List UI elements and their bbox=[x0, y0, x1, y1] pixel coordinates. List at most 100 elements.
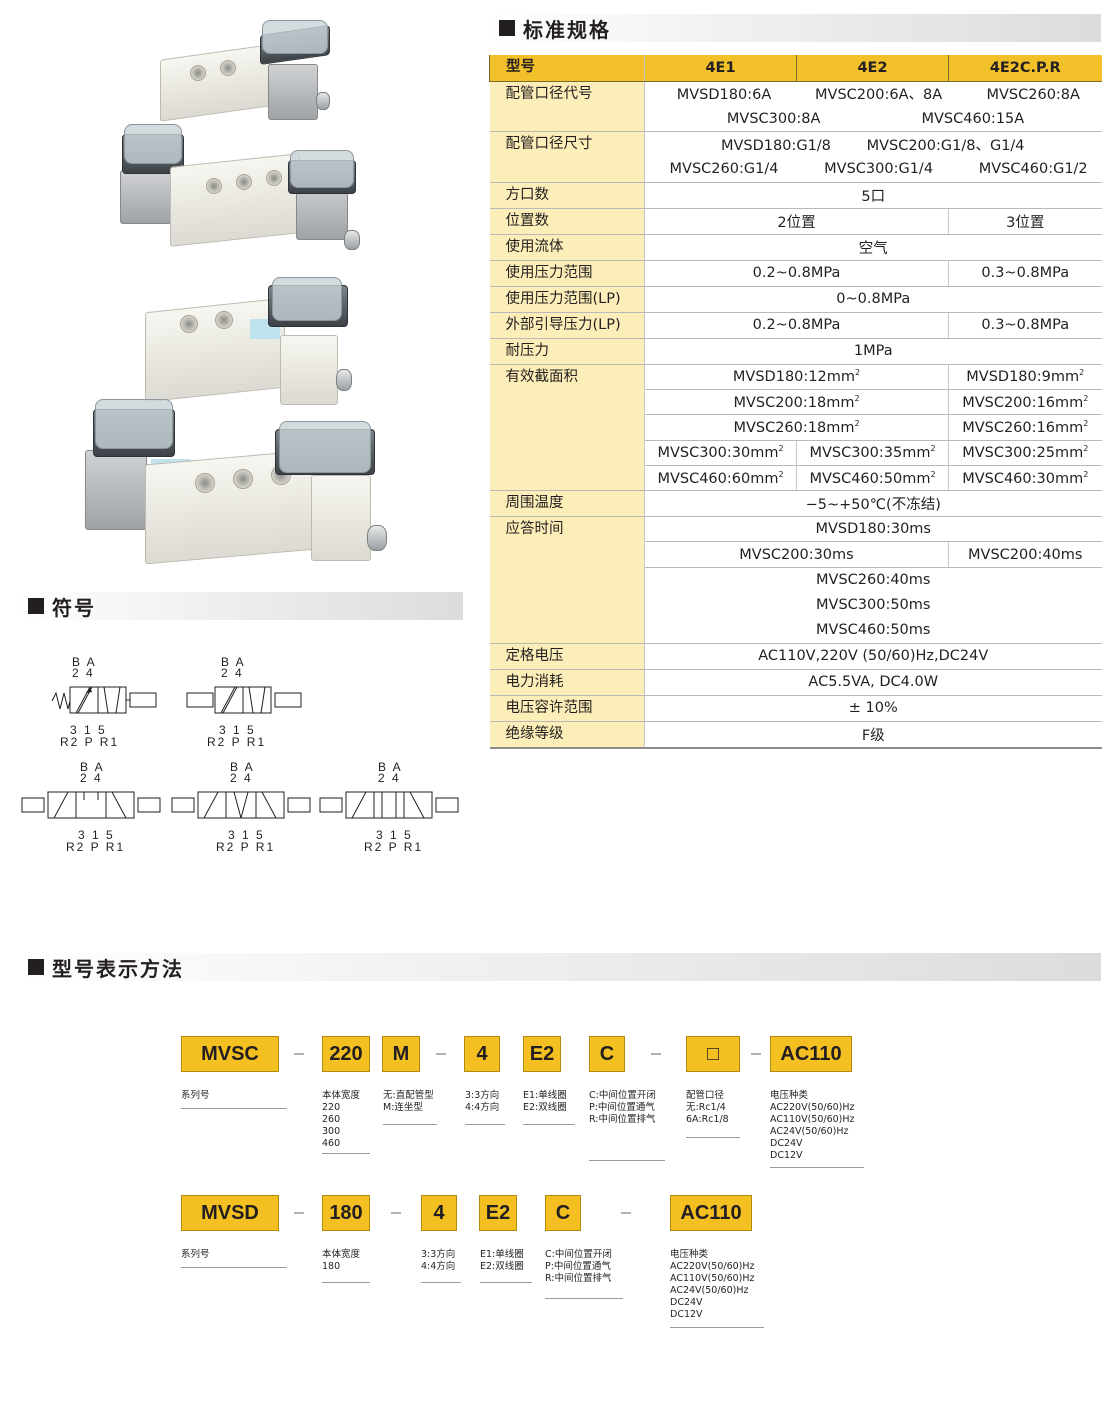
spec-row: 使用压力范围 0.2~0.8MPa 0.3~0.8MPa bbox=[489, 260, 1102, 287]
code-box-series: MVSD bbox=[181, 1195, 279, 1231]
row-value: MVSC300:30mm2 bbox=[644, 440, 797, 466]
spec-row: MVSC260:G1/4 MVSC300:G1/4 MVSC460:G1/2 bbox=[490, 156, 1102, 183]
valve-symbol-icon bbox=[21, 791, 161, 819]
code-box-middle: C bbox=[589, 1036, 625, 1072]
desc-middle: C:中间位置开闭 P:中间位置通气 R:中间位置排气 bbox=[545, 1249, 612, 1284]
row-value: MVSC200:18mm2 bbox=[644, 389, 949, 416]
valve-photo-4 bbox=[75, 395, 395, 570]
desc-port: 配管口径 无:Rc1/4 6A:Rc1/8 bbox=[686, 1090, 729, 1125]
code-box-voltage: AC110 bbox=[770, 1036, 852, 1072]
row-value: MVSC260:G1/4 MVSC300:G1/4 MVSC460:G1/2 bbox=[644, 156, 1102, 183]
desc-voltage: 电压种类 AC220V(50/60)Hz AC110V(50/60)Hz AC2… bbox=[770, 1090, 855, 1161]
spec-row: 电力消耗 AC5.5VA, DC4.0W bbox=[489, 669, 1102, 696]
header-4e2: 4E2 bbox=[796, 55, 949, 82]
code-box-width: 220 bbox=[322, 1036, 370, 1072]
row-label: 配管口径代号 bbox=[489, 81, 645, 133]
row-value: 0.3~0.8MPa bbox=[948, 312, 1102, 339]
header-4e2cpr: 4E2C.P.R bbox=[948, 55, 1102, 82]
row-value: AC110V,220V (50/60)Hz,DC24V bbox=[644, 643, 1102, 670]
valve-photo-3 bbox=[140, 275, 370, 415]
row-value: MVSD180:6A MVSC200:6A、8A MVSC260:8A bbox=[644, 81, 1102, 107]
code-box-coil: E2 bbox=[523, 1036, 561, 1072]
spec-header-row: 型号 4E1 4E2 4E2C.P.R bbox=[489, 55, 1102, 82]
desc-series: 系列号 bbox=[181, 1090, 210, 1101]
row-value: ± 10% bbox=[644, 695, 1102, 722]
row-value: 5口 bbox=[644, 182, 1102, 209]
row-value: 0~0.8MPa bbox=[644, 286, 1102, 313]
row-label: 电力消耗 bbox=[489, 669, 645, 696]
desc-coil: E1:单线圈 E2:双线圈 bbox=[523, 1090, 567, 1113]
row-value: 1MPa bbox=[644, 338, 1102, 365]
spec-row: 使用流体 空气 bbox=[489, 234, 1102, 261]
symbol-3pos-r: B A 2 4 3 1 5 R2 P R1 bbox=[318, 760, 463, 855]
row-value: MVSC300:8A MVSC460:15A bbox=[644, 106, 1102, 133]
square-bullet-icon bbox=[28, 959, 44, 975]
spec-row: 配管口径代号 MVSD180:6A MVSC200:6A、8A MVSC260:… bbox=[489, 81, 1102, 133]
spec-row: MVSC460:50ms bbox=[490, 617, 1102, 644]
row-label: 耐压力 bbox=[489, 338, 645, 365]
spec-row: 绝缘等级 F级 bbox=[489, 721, 1102, 749]
row-value: MVSC460:50ms bbox=[644, 617, 1102, 644]
row-label: 位置数 bbox=[489, 208, 645, 235]
valve-photo-1 bbox=[150, 20, 370, 130]
row-value: 空气 bbox=[644, 234, 1102, 261]
row-value: MVSC260:40ms bbox=[644, 567, 1102, 593]
desc-direction: 3:3方向 4:4方向 bbox=[421, 1249, 456, 1272]
desc-series: 系列号 bbox=[181, 1249, 210, 1260]
section-model-title: 型号表示方法 bbox=[52, 956, 184, 981]
spec-row: MVSC200:18mm2 MVSC200:16mm2 bbox=[490, 389, 1102, 416]
desc-width: 本体宽度 220 260 300 460 bbox=[322, 1090, 361, 1149]
row-label: 配管口径尺寸 bbox=[489, 131, 645, 183]
row-value: MVSC300:35mm2 bbox=[796, 440, 949, 466]
row-value: AC5.5VA, DC4.0W bbox=[644, 669, 1102, 696]
row-value: MVSC200:40ms bbox=[948, 541, 1102, 568]
row-value: 0.2~0.8MPa bbox=[644, 260, 949, 287]
section-symbol-title: 符号 bbox=[52, 595, 96, 620]
row-value: F级 bbox=[644, 721, 1102, 749]
code-box-coil: E2 bbox=[479, 1195, 517, 1231]
row-value: MVSC460:60mm2 bbox=[644, 465, 797, 492]
symbol-3pos-c: B A 2 4 3 1 5 R2 P R1 bbox=[20, 760, 165, 855]
section-spec-title: 标准规格 bbox=[523, 17, 611, 42]
row-value: MVSC300:25mm2 bbox=[948, 440, 1102, 466]
desc-middle: C:中间位置开闭 P:中间位置通气 R:中间位置排气 bbox=[589, 1090, 656, 1125]
section-spec-header: 标准规格 bbox=[489, 14, 1101, 42]
row-value: MVSC200:30ms bbox=[644, 541, 949, 568]
spec-row: 方口数 5口 bbox=[489, 182, 1102, 209]
spec-row: 定格电压 AC110V,220V (50/60)Hz,DC24V bbox=[489, 643, 1102, 670]
spec-row: MVSC200:30ms MVSC200:40ms bbox=[490, 541, 1102, 568]
row-label: 周围温度 bbox=[489, 490, 645, 518]
row-value: 3位置 bbox=[948, 208, 1102, 235]
code-box-direction: 4 bbox=[421, 1195, 457, 1231]
desc-mount: 无:直配管型 M:连坐型 bbox=[383, 1090, 434, 1113]
desc-direction: 3:3方向 4:4方向 bbox=[465, 1090, 500, 1113]
spec-row: 外部引导压力(LP) 0.2~0.8MPa 0.3~0.8MPa bbox=[489, 312, 1102, 339]
header-model: 型号 bbox=[489, 55, 645, 82]
symbol-3pos-p: B A 2 4 3 1 5 R2 P R1 bbox=[170, 760, 315, 855]
desc-voltage: 电压种类 AC220V(50/60)Hz AC110V(50/60)Hz AC2… bbox=[670, 1249, 755, 1320]
valve-photo-2 bbox=[110, 120, 370, 260]
row-value: MVSC200:16mm2 bbox=[948, 389, 1102, 416]
valve-symbol-icon bbox=[319, 791, 459, 819]
spec-row: MVSC300:50ms bbox=[490, 592, 1102, 618]
desc-coil: E1:单线圈 E2:双线圈 bbox=[480, 1249, 524, 1272]
row-value: 2位置 bbox=[644, 208, 949, 235]
spec-row: MVSC300:8A MVSC460:15A bbox=[490, 106, 1102, 133]
row-label: 外部引导压力(LP) bbox=[489, 312, 645, 339]
row-label: 绝缘等级 bbox=[489, 721, 645, 749]
row-value: 0.2~0.8MPa bbox=[644, 312, 949, 339]
row-label: 定格电压 bbox=[489, 643, 645, 670]
spec-row: 使用压力范围(LP) 0~0.8MPa bbox=[489, 286, 1102, 313]
section-model-header: 型号表示方法 bbox=[18, 953, 1101, 981]
spec-row: 有效截面积 MVSD180:12mm2 MVSD180:9mm2 bbox=[489, 364, 1102, 492]
spec-row: MVSC460:60mm2 MVSC460:50mm2 MVSC460:30mm… bbox=[490, 465, 1102, 492]
spec-row: MVSC260:18mm2 MVSC260:16mm2 bbox=[490, 414, 1102, 441]
square-bullet-icon bbox=[28, 598, 44, 614]
code-box-mount: M bbox=[382, 1036, 420, 1072]
code-box-middle: C bbox=[545, 1195, 581, 1231]
spec-row: 应答时间 MVSD180:30ms bbox=[489, 516, 1102, 644]
code-box-series: MVSC bbox=[181, 1036, 279, 1072]
row-label: 使用流体 bbox=[489, 234, 645, 261]
spec-row: 电压容许范围 ± 10% bbox=[489, 695, 1102, 722]
spec-row: MVSC300:30mm2 MVSC300:35mm2 MVSC300:25mm… bbox=[490, 440, 1102, 466]
